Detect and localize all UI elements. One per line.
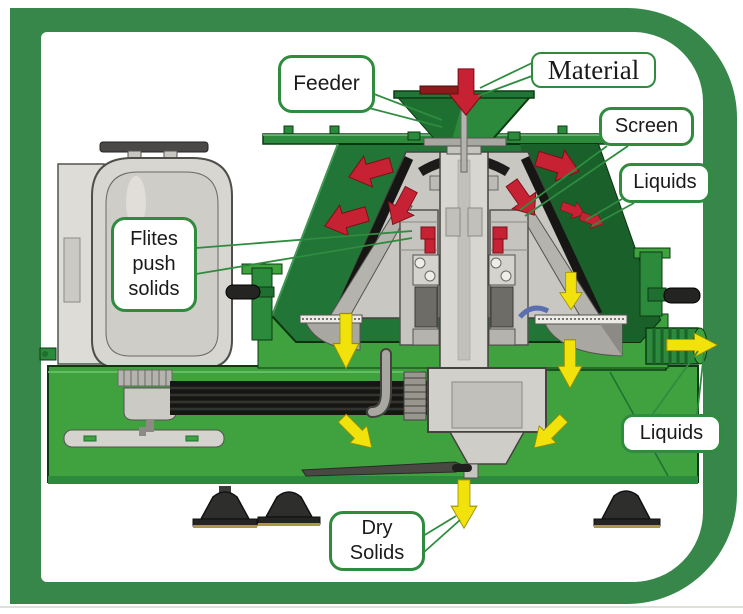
liquids-outlet-callout: Liquids <box>621 414 722 453</box>
right-handle <box>633 247 701 317</box>
material-callout: Material <box>531 52 656 88</box>
screen-callout: Screen <box>599 107 694 146</box>
gearbox <box>301 348 547 479</box>
hopper-red-cap <box>419 85 459 95</box>
rotor-assembly <box>329 143 601 369</box>
callout-leader-lines <box>195 62 705 554</box>
rotor-seal-red-right <box>492 226 508 254</box>
left-handle <box>225 263 283 341</box>
vibration-feet <box>192 486 661 528</box>
screen-band-right <box>520 156 603 316</box>
dry-solids-arrow <box>450 479 478 529</box>
blue-hose <box>518 305 550 319</box>
dry-solids-callout: Dry Solids <box>329 511 425 571</box>
rotor-seal-red-left <box>420 226 436 254</box>
liquids-top-callout: Liquids <box>619 163 711 203</box>
feeder-callout: Feeder <box>278 55 375 113</box>
flites-push-solids-callout: Flites push solids <box>111 217 197 312</box>
